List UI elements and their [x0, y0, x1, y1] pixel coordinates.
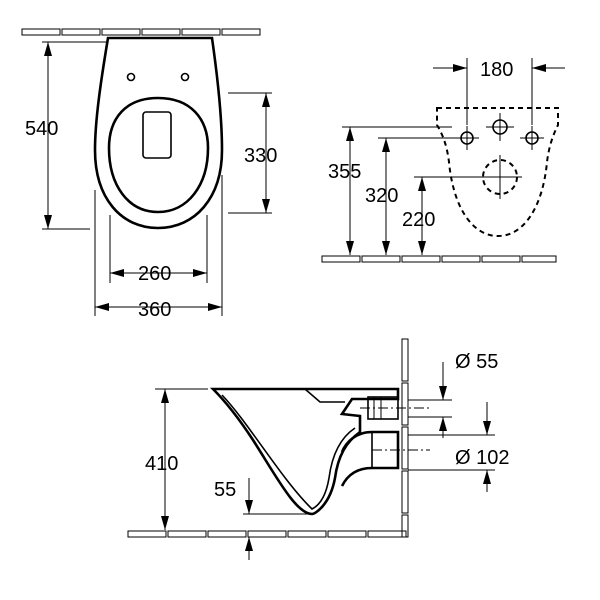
dimension-dia-55-label: Ø 55 — [455, 351, 498, 373]
dimension-260 — [109, 215, 208, 283]
dimension-330 — [228, 92, 272, 214]
bolt-hole-center — [486, 113, 514, 141]
side-view: 410 55 Ø 55 Ø 102 — [127, 338, 509, 560]
drain-outlet — [478, 155, 522, 199]
bolt-hole-right — [520, 126, 544, 150]
dimension-360-label: 360 — [138, 299, 171, 321]
side-view-wall — [401, 338, 409, 538]
dimension-260-label: 260 — [138, 263, 171, 285]
rear-view-floor — [321, 255, 557, 263]
dimension-355-label: 355 — [328, 161, 361, 183]
dimension-330-label: 330 — [244, 145, 277, 167]
dimension-540 — [42, 41, 106, 230]
rim-line — [213, 388, 345, 403]
dimension-540-label: 540 — [25, 118, 58, 140]
bowl-top-outline — [93, 36, 224, 230]
dimension-55-label: 55 — [214, 479, 236, 501]
dimension-220-label: 220 — [402, 209, 435, 231]
dimension-180-label: 180 — [480, 59, 513, 81]
rear-view: 180 355 320 220 — [321, 58, 565, 263]
hinge-hole-right — [180, 72, 190, 82]
dimension-dia-102-label: Ø 102 — [455, 447, 509, 469]
dimension-dia-55 — [408, 362, 452, 438]
dimension-320 — [378, 137, 458, 255]
dimension-320-label: 320 — [365, 185, 398, 207]
bolt-hole-left — [455, 126, 479, 150]
bowl-inner-line — [221, 394, 356, 510]
hinge-hole-left — [126, 72, 136, 82]
bowl-side-outline — [209, 387, 400, 516]
dimension-dia-102 — [408, 402, 495, 492]
dimension-55 — [243, 478, 315, 560]
seat-opening — [107, 96, 210, 214]
top-view: 540 330 260 360 — [21, 28, 277, 321]
dimension-360 — [94, 175, 223, 316]
dimension-410 — [155, 388, 208, 530]
dimension-410-label: 410 — [145, 453, 178, 475]
top-view-wall — [21, 28, 261, 36]
outlet-pipe — [340, 430, 400, 487]
dimension-180 — [433, 58, 565, 125]
flush-outlet — [142, 111, 172, 159]
side-view-floor — [127, 530, 407, 538]
dimension-355 — [342, 126, 452, 255]
rear-bowl-outline — [436, 107, 559, 238]
dimension-220 — [414, 176, 483, 255]
